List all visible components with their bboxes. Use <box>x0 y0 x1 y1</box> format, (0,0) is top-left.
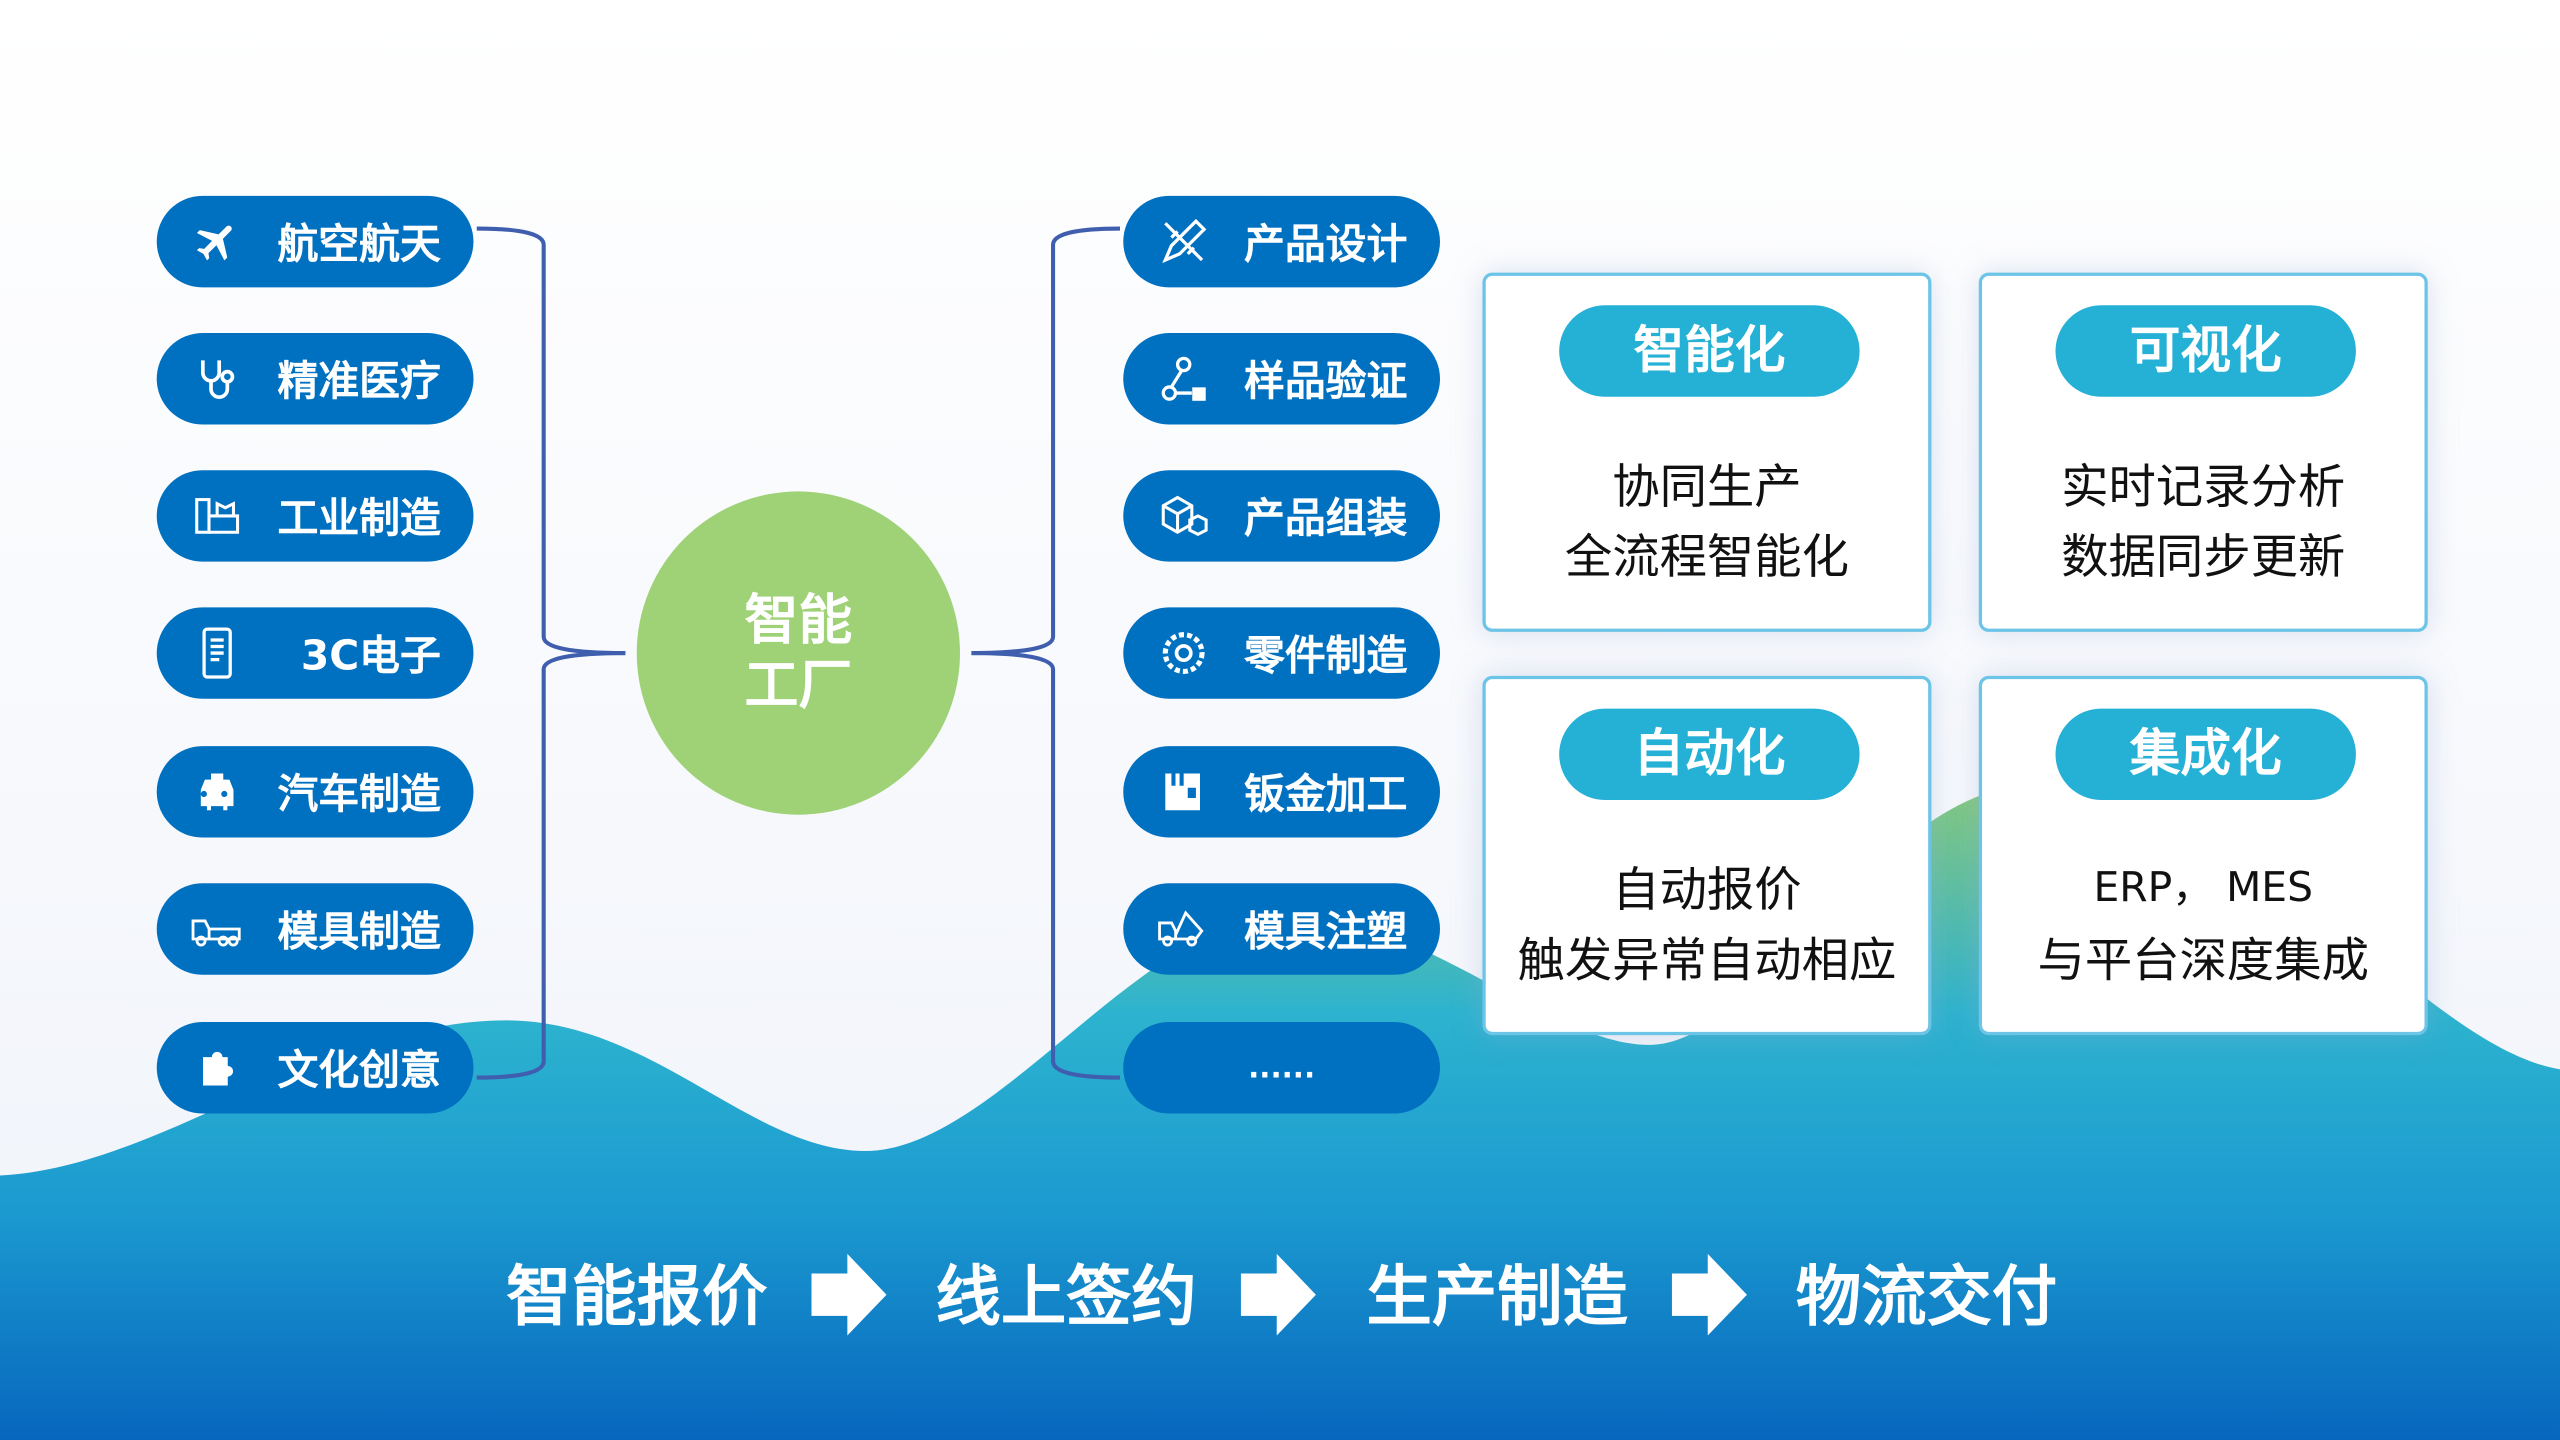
feature-card-visual: 可视化 实时记录分析 数据同步更新 <box>1978 272 2428 632</box>
industry-label: 精准医疗 <box>277 357 441 405</box>
feature-line: 全流程智能化 <box>1564 528 1849 585</box>
process-label: 产品组装 <box>1244 494 1408 543</box>
industry-label: 3C电子 <box>300 631 441 680</box>
connectors <box>476 226 1120 1080</box>
center-line2: 工厂 <box>744 653 853 717</box>
process-label: 产品设计 <box>1244 220 1408 268</box>
feature-line: 协同生产 <box>1612 458 1802 515</box>
sheet-metal-icon <box>1156 764 1212 820</box>
industry-mold[interactable]: 模具制造 <box>156 883 474 975</box>
industry-label: 航空航天 <box>277 220 441 268</box>
process-label: 样品验证 <box>1244 357 1408 405</box>
industry-culture[interactable]: 文化创意 <box>156 1022 474 1114</box>
car-icon <box>189 764 245 820</box>
feature-title: 智能化 <box>1559 305 1860 397</box>
airplane-icon <box>189 214 245 270</box>
arrow-right-icon <box>1671 1253 1747 1336</box>
dump-truck-icon <box>1156 901 1212 957</box>
feature-line: 实时记录分析 <box>2061 458 2346 515</box>
industry-3c-electronics[interactable]: 3C电子 <box>156 607 474 699</box>
process-label: ...... <box>1248 1050 1316 1085</box>
feature-line: 数据同步更新 <box>2061 528 2346 585</box>
feature-card-automated: 自动化 自动报价 触发异常自动相应 <box>1482 675 1932 1036</box>
flow-step-delivery: 物流交付 <box>1795 1260 2058 1336</box>
industry-label: 模具制造 <box>277 907 441 956</box>
feature-line: 触发异常自动相应 <box>1517 932 1897 988</box>
feature-card-integrated: 集成化 ERP， MES 与平台深度集成 <box>1978 675 2428 1036</box>
flow-step-contract: 线上签约 <box>935 1260 1197 1336</box>
design-tools-icon <box>1156 214 1212 270</box>
process-more[interactable]: ...... <box>1123 1022 1440 1114</box>
feature-line: 与平台深度集成 <box>2037 932 2369 988</box>
arrow-right-icon <box>1240 1253 1316 1336</box>
process-injection-molding[interactable]: 模具注塑 <box>1123 883 1440 975</box>
industry-automotive[interactable]: 汽车制造 <box>156 746 474 838</box>
center-line1: 智能 <box>744 587 853 652</box>
network-lock-icon <box>1156 351 1212 407</box>
phone-icon <box>189 625 245 681</box>
industry-manufacturing[interactable]: 工业制造 <box>156 470 474 562</box>
industry-medical[interactable]: 精准医疗 <box>156 333 474 425</box>
process-label: 钣金加工 <box>1244 770 1408 818</box>
process-sample-validation[interactable]: 样品验证 <box>1123 333 1440 425</box>
feature-title: 自动化 <box>1559 708 1860 800</box>
feature-title: 可视化 <box>2055 305 2356 397</box>
process-product-design[interactable]: 产品设计 <box>1123 195 1440 288</box>
industry-label: 汽车制造 <box>277 770 441 818</box>
factory-icon <box>189 488 245 544</box>
feature-title: 集成化 <box>2055 708 2356 800</box>
truck-icon <box>189 901 245 957</box>
industry-label: 文化创意 <box>277 1046 441 1094</box>
process-parts[interactable]: 零件制造 <box>1123 607 1440 699</box>
feature-line: 自动报价 <box>1612 862 1802 918</box>
industry-aerospace[interactable]: 航空航天 <box>156 195 474 288</box>
process-assembly[interactable]: 产品组装 <box>1123 470 1440 562</box>
flow-step-quote: 智能报价 <box>506 1260 768 1336</box>
arrow-right-icon <box>811 1253 887 1336</box>
puzzle-icon <box>189 1040 245 1096</box>
center-label: 智能 工厂 <box>637 588 960 719</box>
process-label: 模具注塑 <box>1244 907 1408 956</box>
process-label: 零件制造 <box>1244 631 1408 680</box>
feature-line: ERP， MES <box>2093 863 2314 912</box>
gear-icon <box>1156 625 1212 681</box>
boxes-icon <box>1156 488 1212 544</box>
center-circle <box>636 491 960 815</box>
feature-card-intelligent: 智能化 协同生产 全流程智能化 <box>1482 272 1932 632</box>
process-sheet-metal[interactable]: 钣金加工 <box>1123 746 1440 838</box>
stethoscope-icon <box>189 351 245 407</box>
industry-label: 工业制造 <box>277 494 441 543</box>
flow-step-production: 生产制造 <box>1366 1260 1628 1336</box>
